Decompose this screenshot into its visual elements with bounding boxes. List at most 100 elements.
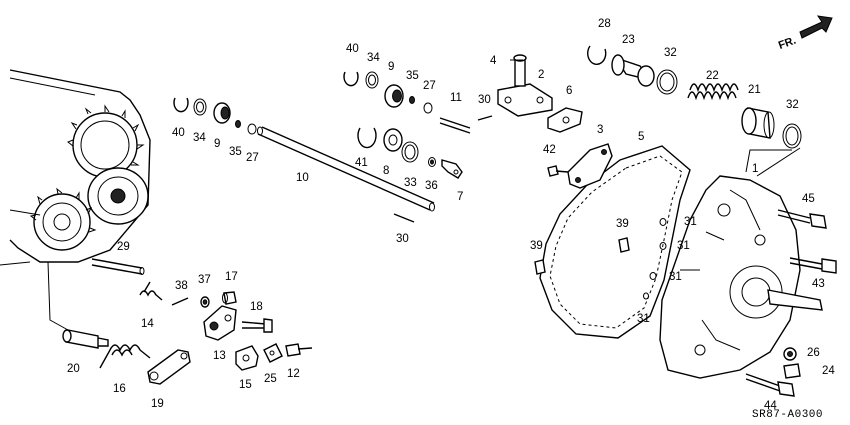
part-37-washer (200, 296, 210, 308)
part-42-bolt (547, 165, 569, 177)
callout-35b: 35 (229, 146, 242, 158)
part-1-housing (659, 175, 823, 379)
part-10-shaft (257, 126, 435, 212)
part-16-spring (99, 344, 151, 369)
direction-label: FR. (777, 35, 798, 52)
part-2-valve-body (497, 54, 553, 117)
callout-39b: 39 (530, 240, 543, 252)
callout-29: 29 (117, 241, 130, 253)
callout-17: 17 (225, 271, 238, 283)
callout-23: 23 (622, 34, 635, 46)
callout-18: 18 (250, 301, 263, 313)
callout-35a: 35 (406, 70, 419, 82)
part-44-bolt (745, 373, 795, 397)
callout-8: 8 (383, 165, 389, 177)
part-30-pin-upper (477, 115, 493, 121)
callout-36: 36 (425, 180, 438, 192)
part-43-bolt (789, 257, 837, 274)
part-39-dowel-upper (618, 237, 630, 253)
callout-28: 28 (598, 18, 611, 30)
callout-21: 21 (748, 84, 761, 96)
leader-20 (47, 261, 69, 331)
part-13-bracket (203, 305, 237, 341)
part-24-bolt (783, 363, 801, 379)
callout-32a: 32 (664, 47, 677, 59)
transmission-case (0, 69, 151, 266)
part-11-pin (439, 117, 471, 134)
part-45-bolt (777, 209, 827, 229)
diagram-code: SR87-A0300 (752, 409, 823, 421)
callout-31d: 31 (637, 313, 650, 325)
callout-26: 26 (807, 347, 820, 359)
callout-13: 13 (213, 350, 226, 362)
servo-assembly (587, 45, 802, 149)
callout-labels: 1 2 3 4 5 6 7 8 9 9 10 11 12 13 14 15 16… (67, 18, 835, 412)
callout-39a: 39 (616, 218, 629, 230)
callout-11: 11 (450, 92, 462, 104)
callout-22: 22 (706, 70, 719, 82)
callout-24: 24 (822, 365, 835, 377)
callout-4: 4 (490, 55, 497, 67)
callout-40a: 40 (346, 43, 359, 55)
callout-31c: 31 (669, 271, 682, 283)
part-29-shaft (91, 258, 145, 275)
callout-25: 25 (264, 373, 277, 385)
direction-arrow-icon (799, 15, 833, 39)
callout-2: 2 (538, 69, 544, 81)
part-6-cover (547, 107, 583, 133)
part-26-washer (783, 347, 797, 361)
callout-27a: 27 (423, 80, 436, 92)
callout-1: 1 (752, 163, 758, 175)
callout-31a: 31 (684, 216, 697, 228)
callout-31b: 31 (677, 240, 690, 252)
callout-30b: 30 (396, 233, 409, 245)
callout-12: 12 (287, 368, 300, 380)
part-31-orings (643, 218, 667, 300)
callout-15: 15 (239, 379, 252, 391)
callout-14: 14 (141, 318, 154, 330)
callout-19: 19 (151, 398, 164, 410)
part-5-gasket (539, 145, 691, 339)
callout-20: 20 (67, 363, 80, 375)
callout-41: 41 (355, 157, 368, 169)
callout-6: 6 (566, 85, 572, 97)
part-14-spring (139, 281, 163, 301)
part-19-lever (147, 349, 191, 385)
part-25-clip (263, 343, 283, 363)
part-20-pin (62, 329, 109, 349)
callout-3: 3 (597, 124, 603, 136)
leader-lines (510, 59, 801, 177)
callout-7: 7 (457, 191, 463, 203)
callout-30a: 30 (478, 94, 491, 106)
part-15-lever (235, 345, 259, 371)
callout-34b: 34 (193, 132, 206, 144)
callout-45: 45 (802, 193, 815, 205)
part-18-bolt (241, 318, 273, 333)
callout-38: 38 (175, 280, 188, 292)
callout-34a: 34 (367, 52, 380, 64)
callout-27b: 27 (246, 152, 259, 164)
callout-37: 37 (198, 274, 211, 286)
part-12-bolt (285, 343, 313, 357)
callout-10: 10 (296, 172, 309, 184)
callout-16: 16 (113, 383, 126, 395)
part-39-dowel-lower (534, 259, 546, 275)
callout-33: 33 (404, 177, 417, 189)
part-3-plate (567, 143, 613, 189)
callout-42: 42 (543, 144, 556, 156)
parts-shaft-middle (357, 127, 463, 179)
callout-5: 5 (638, 131, 644, 143)
callout-43: 43 (812, 278, 825, 290)
part-38-pin (171, 297, 189, 306)
callout-32b: 32 (786, 99, 799, 111)
callout-9b: 9 (214, 138, 220, 150)
part-30-pin-lower (393, 213, 415, 223)
parts-shaft-upper (343, 71, 433, 114)
callout-9a: 9 (388, 61, 394, 73)
callout-44: 44 (764, 400, 777, 412)
parts-shaft-left (173, 97, 257, 135)
callout-40b: 40 (172, 127, 185, 139)
part-17-collar (222, 291, 237, 305)
